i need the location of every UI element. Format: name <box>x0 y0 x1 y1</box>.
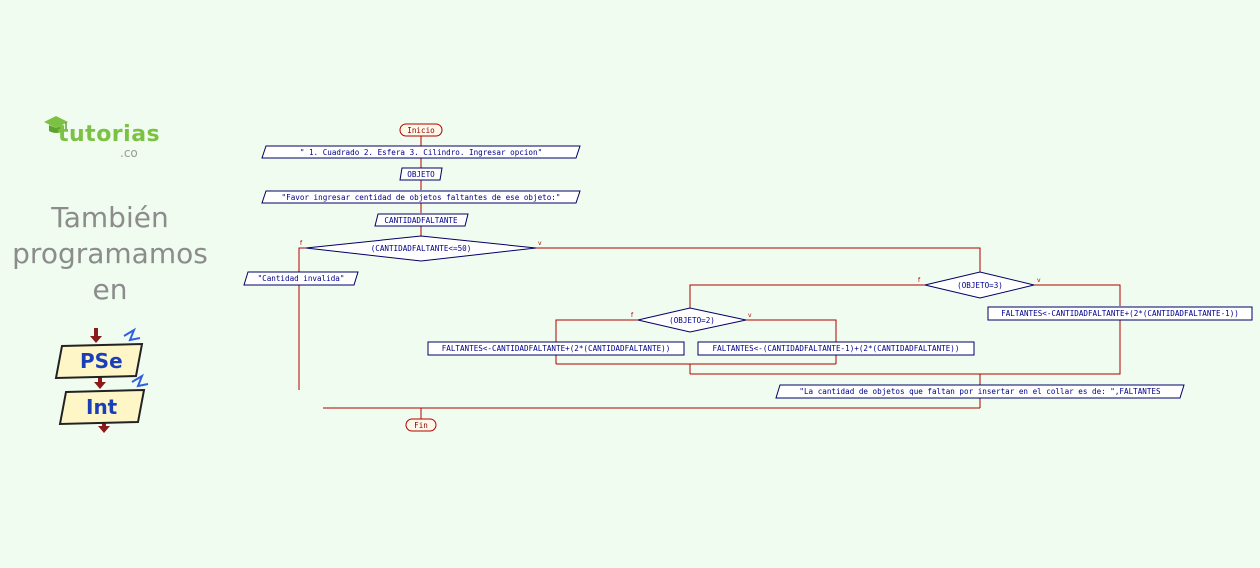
tagline-line-1: También <box>51 201 169 234</box>
pseint-text-top: PSe <box>80 349 123 373</box>
decision-obj2: (OBJETO=2) f v <box>631 307 752 333</box>
decision-obj3: (OBJETO=3) f v <box>918 271 1041 299</box>
read-cantidad-node: CANTIDADFALTANTE <box>374 213 469 227</box>
tagline-line-3: en <box>92 273 128 306</box>
menu-output-node: " 1. Cuadrado 2. Esfera 3. Cilindro. Ing… <box>261 145 581 159</box>
read-cantidad-label: CANTIDADFALTANTE <box>384 216 458 225</box>
result-output-label: "La cantidad de objetos que faltan por i… <box>799 387 1161 396</box>
assign-obj3-node: FALTANTES<-CANTIDADFALTANTE+(2*(CANTIDAD… <box>987 306 1253 321</box>
graduation-cap-icon <box>44 116 68 133</box>
start-label: Inicio <box>407 126 435 135</box>
decision-main-label: (CANTIDADFALTANTE<=50) <box>371 244 472 253</box>
result-output-node: "La cantidad de objetos que faltan por i… <box>775 384 1185 399</box>
read-objeto-node: OBJETO <box>399 167 443 181</box>
decision-obj2-true: v <box>748 312 752 319</box>
pseint-text-bottom: Int <box>86 395 118 419</box>
end-node: Fin <box>405 418 437 432</box>
prompt-output-label: "Favor ingresar centidad de objetos falt… <box>282 193 561 202</box>
tagline-line-2: programamos <box>12 237 208 270</box>
assign-obj2-node: FALTANTES<-CANTIDADFALTANTE+(2*(CANTIDAD… <box>427 341 685 356</box>
logo-text: tutorias <box>58 122 161 147</box>
logo-domain: .co <box>120 146 138 160</box>
decision-main-true: v <box>538 240 542 247</box>
read-objeto-label: OBJETO <box>407 170 435 179</box>
decision-obj3-label: (OBJETO=3) <box>957 281 1003 290</box>
decision-obj3-false: f <box>918 277 921 284</box>
invalid-output-label: "Cantidad invalida" <box>258 274 345 283</box>
menu-output-label: " 1. Cuadrado 2. Esfera 3. Cilindro. Ing… <box>300 148 542 157</box>
pseint-logo <box>54 327 149 433</box>
decision-obj3-true: v <box>1037 277 1041 284</box>
start-node: Inicio <box>399 123 443 137</box>
invalid-output-node: "Cantidad invalida" <box>243 271 359 286</box>
decision-obj2-false: f <box>631 312 634 319</box>
decision-obj2-label: (OBJETO=2) <box>669 316 715 325</box>
assign-obj2-label: FALTANTES<-CANTIDADFALTANTE+(2*(CANTIDAD… <box>442 344 671 353</box>
flow-wires <box>298 136 1121 419</box>
prompt-output-node: "Favor ingresar centidad de objetos falt… <box>261 190 581 204</box>
assign-else-label: FALTANTES<-(CANTIDADFALTANTE-1)+(2*(CANT… <box>713 344 960 353</box>
decision-main: (CANTIDADFALTANTE<=50) f v <box>300 235 542 262</box>
promo-sidebar: tutorias .co También programamos en PSe … <box>0 0 230 568</box>
decision-main-false: f <box>300 240 303 247</box>
assign-else-node: FALTANTES<-(CANTIDADFALTANTE-1)+(2*(CANT… <box>697 341 975 356</box>
assign-obj3-label: FALTANTES<-CANTIDADFALTANTE+(2*(CANTIDAD… <box>1001 309 1239 318</box>
end-label: Fin <box>414 421 428 430</box>
